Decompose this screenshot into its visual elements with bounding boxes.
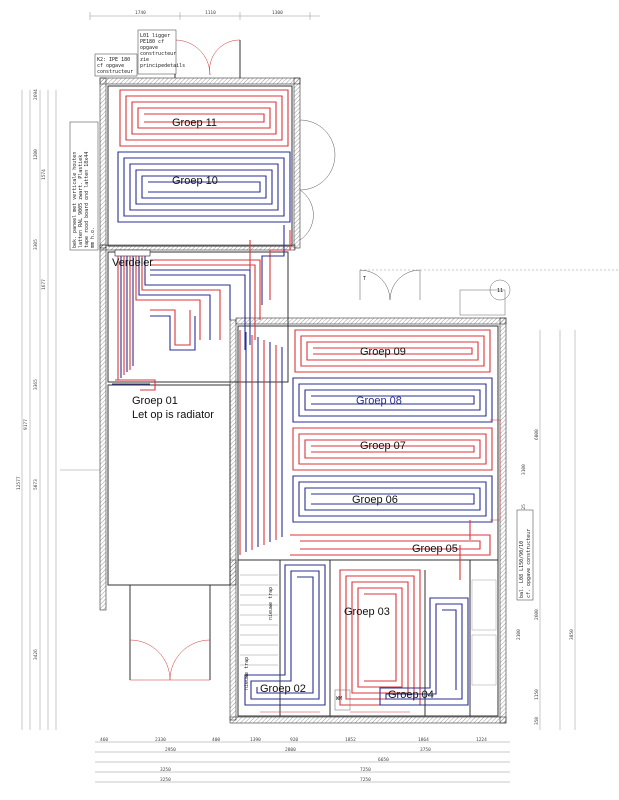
svg-text:1200: 1200 (33, 149, 39, 160)
label-groep-01: Groep 01 (132, 395, 178, 407)
svg-text:nieuwe trap: nieuwe trap (244, 657, 250, 690)
svg-text:7250: 7250 (360, 777, 371, 783)
svg-text:tape rood board ond latten 18x: tape rood board ond latten 18x44 (84, 152, 90, 248)
svg-text:nieuwe trap: nieuwe trap (268, 587, 274, 620)
svg-text:6000: 6000 (534, 429, 540, 440)
loop-groep-11 (119, 89, 289, 147)
heating-loops (112, 89, 501, 713)
loop-groep-06 (292, 475, 493, 523)
loop-groep-02 (244, 564, 326, 706)
label-groep-03: Groep 03 (344, 606, 390, 618)
svg-text:1300: 1300 (272, 10, 283, 16)
svg-text:3250: 3250 (160, 767, 171, 773)
svg-text:opgave: opgave (140, 45, 158, 51)
label-groep-04: Groep 04 (388, 689, 434, 701)
loop-groep-08 (292, 377, 493, 423)
svg-text:PE180 cf: PE180 cf (140, 39, 164, 45)
svg-text:1390: 1390 (250, 737, 261, 743)
svg-text:3850: 3850 (569, 629, 575, 640)
loop-groep-10 (117, 151, 291, 223)
svg-text:1150: 1150 (534, 689, 540, 700)
loop-groep-07 (292, 427, 493, 471)
loop-groep-05 (290, 534, 491, 556)
svg-text:cf opgave: cf opgave (97, 63, 124, 69)
svg-text:1677: 1677 (41, 279, 47, 290)
svg-text:1740: 1740 (135, 10, 146, 16)
label-groep-11: Groep 11 (172, 117, 217, 129)
label-groep-08: Groep 08 (356, 395, 402, 407)
svg-text:3250: 3250 (160, 777, 171, 783)
svg-text:1110: 1110 (205, 10, 216, 16)
svg-text:1224: 1224 (476, 737, 487, 743)
svg-text:L01 ligger: L01 ligger (140, 33, 170, 39)
svg-text:2800: 2800 (285, 747, 296, 753)
annotation-notes: K2: IPE 180 cf opgave constructeur L01 l… (69, 29, 534, 702)
label-groep-10: Groep 10 (172, 175, 218, 187)
svg-text:400: 400 (212, 737, 220, 743)
svg-text:3365: 3365 (33, 379, 39, 390)
svg-text:2100: 2100 (516, 629, 522, 640)
svg-text:2694: 2694 (33, 89, 39, 100)
label-groep-05: Groep 05 (412, 543, 458, 555)
walls (99, 39, 511, 724)
svg-text:mm h.o.: mm h.o. (90, 227, 96, 248)
svg-text:T: T (363, 276, 366, 282)
svg-text:2950: 2950 (165, 747, 176, 753)
svg-text:3750: 3750 (420, 747, 431, 753)
svg-text:460: 460 (100, 737, 108, 743)
svg-text:principedetails: principedetails (140, 63, 185, 69)
label-groep-01-note: Let op is radiator (132, 409, 214, 421)
label-groep-07: Groep 07 (360, 440, 406, 452)
label-groep-09: Groep 09 (360, 346, 406, 358)
svg-text:1852: 1852 (345, 737, 356, 743)
right-dimensions: 6000 3100 2425 2600 3850 2100 1150 350 (516, 429, 575, 725)
label-verdeler: Verdeler (112, 257, 153, 269)
svg-text:constructeur: constructeur (97, 69, 133, 75)
left-dimensions: 2694 1200 1574 3305 1677 3365 9177 12577… (16, 89, 47, 660)
svg-text:9177: 9177 (23, 419, 29, 430)
svg-text:3426: 3426 (33, 649, 39, 660)
svg-text:2425: 2425 (521, 504, 527, 515)
svg-text:cf. opgave constructeur: cf. opgave constructeur (526, 529, 532, 598)
loop-groep-09 (294, 329, 491, 373)
svg-text:constructeur: constructeur (140, 51, 176, 57)
svg-text:1574: 1574 (41, 169, 47, 180)
svg-text:3305: 3305 (33, 239, 39, 250)
svg-text:WM: WM (336, 696, 342, 702)
dimension-lines (21, 12, 619, 783)
bottom-dimensions: 460 2330 400 1390 920 1852 1864 1224 295… (100, 737, 487, 783)
loop-groep-03 (339, 569, 421, 706)
label-groep-02: Groep 02 (260, 683, 306, 695)
svg-text:latten RAL 9005 zwart. Plastie: latten RAL 9005 zwart. Plastiek (78, 155, 84, 248)
svg-text:12577: 12577 (16, 476, 22, 490)
svg-text:3100: 3100 (521, 464, 527, 475)
svg-text:2600: 2600 (534, 609, 540, 620)
svg-text:2330: 2330 (155, 737, 166, 743)
loop-groep-04 (379, 597, 469, 706)
svg-text:bal. L08 L150/90/10: bal. L08 L150/90/10 (519, 541, 525, 598)
svg-text:K2: IPE 180: K2: IPE 180 (97, 57, 130, 63)
svg-text:350: 350 (534, 717, 540, 725)
svg-text:11: 11 (497, 288, 503, 294)
label-groep-06: Groep 06 (352, 494, 398, 506)
svg-text:1864: 1864 (418, 737, 429, 743)
svg-text:5073: 5073 (33, 479, 39, 490)
group-labels: Groep 11 Groep 10 Verdeler Groep 09 Groe… (112, 117, 458, 701)
svg-text:6650: 6650 (378, 757, 389, 763)
svg-text:7250: 7250 (360, 767, 371, 773)
svg-text:zie: zie (140, 57, 149, 63)
svg-text:920: 920 (290, 737, 298, 743)
top-dimensions: 1740 1110 1300 (135, 10, 283, 16)
svg-text:bek. paneel met verticale hout: bek. paneel met verticale houten (72, 152, 78, 248)
verdeler-manifold (114, 249, 261, 380)
